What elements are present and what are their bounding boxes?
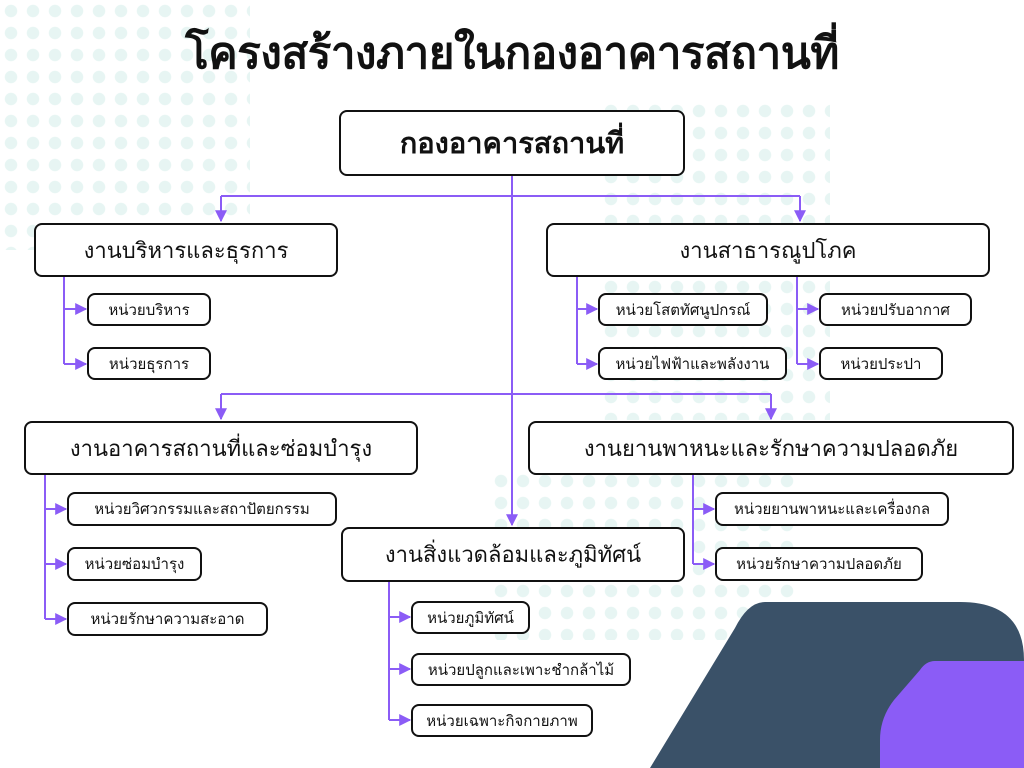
unit-node-air-conditioning: หน่วยปรับอากาศ <box>819 293 972 326</box>
unit-node-clerical: หน่วยธุรการ <box>87 347 211 380</box>
unit-node-electricity: หน่วยไฟฟ้าและพลังงาน <box>598 347 787 380</box>
section-node-utilities: งานสาธารณูปโภค <box>546 223 990 277</box>
section-node-maintenance: งานอาคารสถานที่และซ่อมบำรุง <box>24 421 418 475</box>
dot-pattern-top-left <box>0 0 250 250</box>
unit-node-repair: หน่วยซ่อมบำรุง <box>67 547 202 581</box>
section-node-environment: งานสิ่งแวดล้อมและภูมิทัศน์ <box>341 527 685 582</box>
unit-node-admin: หน่วยบริหาร <box>87 293 211 326</box>
unit-node-engineering: หน่วยวิศวกรรมและสถาปัตยกรรม <box>67 492 337 526</box>
unit-node-nursery: หน่วยปลูกและเพาะชำกล้าไม้ <box>411 653 631 686</box>
unit-node-special-task: หน่วยเฉพาะกิจกายภาพ <box>411 704 593 737</box>
unit-node-audiovisual: หน่วยโสตทัศนูปกรณ์ <box>598 293 768 326</box>
section-node-vehicles: งานยานพาหนะและรักษาความปลอดภัย <box>528 421 1014 475</box>
section-node-admin: งานบริหารและธุรการ <box>34 223 338 277</box>
unit-node-cleaning: หน่วยรักษาความสะอาด <box>67 602 268 636</box>
diagram-title: โครงสร้างภายในกองอาคารสถานที่ <box>185 28 839 79</box>
unit-node-water-supply: หน่วยประปา <box>819 347 943 380</box>
unit-node-vehicles-machinery: หน่วยยานพาหนะและเครื่องกล <box>715 492 949 526</box>
root-node: กองอาคารสถานที่ <box>339 110 685 176</box>
unit-node-security: หน่วยรักษาความปลอดภัย <box>715 547 923 581</box>
unit-node-landscape: หน่วยภูมิทัศน์ <box>411 601 530 634</box>
